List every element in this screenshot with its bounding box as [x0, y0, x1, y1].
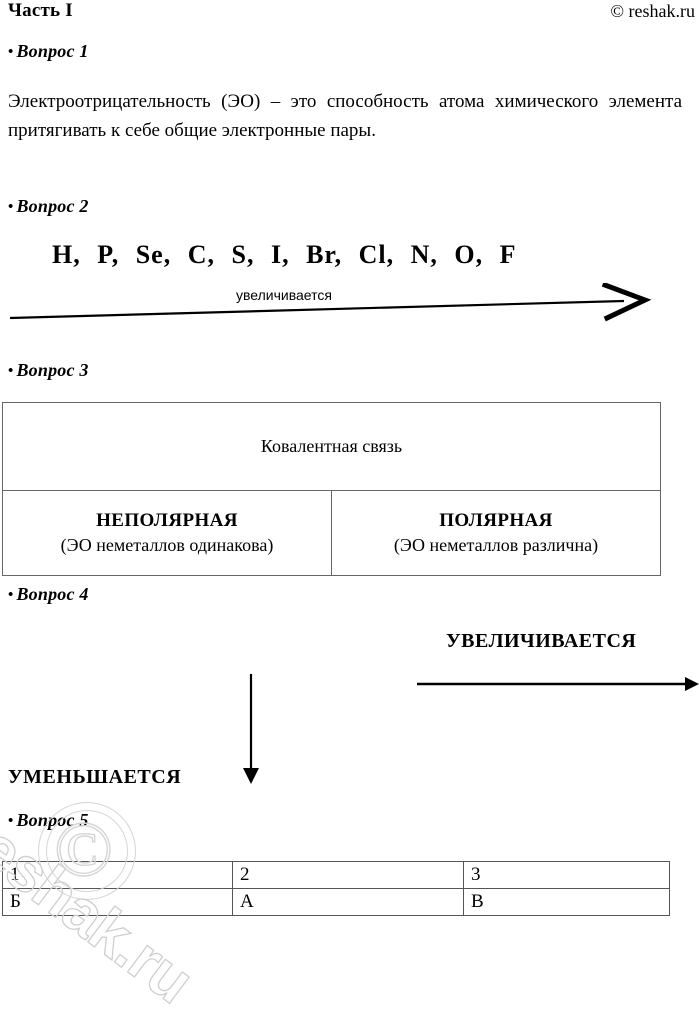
copyright-notice: © reshak.ru: [610, 1, 695, 21]
increase-label: УВЕЛИЧИВАЕТСЯ: [446, 630, 637, 652]
matching-answers-table: 1 2 3 Б А В: [2, 861, 670, 916]
question-4-label-text: Вопрос 4: [16, 584, 89, 604]
question-3-label: •Вопрос 3: [8, 360, 89, 381]
table-row: Ковалентная связь: [2, 402, 661, 491]
table-row: 1 2 3: [2, 861, 670, 889]
match-answer-cell-2: А: [232, 888, 464, 916]
bullet-icon: •: [8, 587, 14, 603]
question-1-label: •Вопрос 1: [8, 41, 89, 62]
question-4-label: •Вопрос 4: [8, 584, 89, 605]
question-5-label: •Вопрос 5: [8, 810, 89, 831]
question-2-label: •Вопрос 2: [8, 196, 89, 217]
electronegativity-series: H, P, Se, C, S, I, Br, Cl, N, O, F: [52, 240, 517, 269]
question-2-label-text: Вопрос 2: [16, 196, 89, 216]
page-title: Часть I: [8, 0, 73, 21]
match-header-cell-2: 2: [232, 861, 464, 889]
question-1-label-text: Вопрос 1: [16, 41, 89, 61]
question-1-answer: Электроотрицательность (ЭО) – это способ…: [8, 91, 682, 141]
bullet-icon: •: [8, 813, 14, 829]
question-5-label-text: Вопрос 5: [16, 810, 89, 830]
bond-table-header-cell: Ковалентная связь: [2, 402, 661, 491]
bond-type-nonpolar-name: НЕПОЛЯРНАЯ: [96, 510, 238, 531]
decrease-label: УМЕНЬШАЕТСЯ: [8, 766, 182, 788]
match-header-cell-1: 1: [2, 861, 233, 889]
series-trend-arrow-icon: [9, 283, 652, 322]
bond-type-polar-name: ПОЛЯРНАЯ: [439, 510, 553, 531]
match-answer-cell-1: Б: [2, 888, 233, 916]
match-answer-cell-3: В: [463, 888, 670, 916]
bullet-icon: •: [8, 363, 14, 379]
table-row: Б А В: [2, 888, 670, 916]
table-row: НЕПОЛЯРНАЯ (ЭО неметаллов одинакова) ПОЛ…: [2, 490, 661, 576]
increase-arrow-icon: [417, 677, 699, 691]
bullet-icon: •: [8, 44, 14, 60]
covalent-bond-table: Ковалентная связь НЕПОЛЯРНАЯ (ЭО неметал…: [2, 402, 661, 576]
bond-type-polar-note: (ЭО неметаллов различна): [393, 535, 599, 555]
question-3-label-text: Вопрос 3: [16, 360, 89, 380]
bond-type-polar-cell: ПОЛЯРНАЯ (ЭО неметаллов различна): [331, 490, 661, 576]
match-header-cell-3: 3: [463, 861, 670, 889]
bond-type-nonpolar-note: (ЭО неметаллов одинакова): [60, 535, 274, 555]
bond-type-nonpolar-cell: НЕПОЛЯРНАЯ (ЭО неметаллов одинакова): [2, 490, 332, 576]
decrease-arrow-icon: [243, 674, 259, 784]
series-trend-caption: увеличивается: [236, 287, 332, 303]
bullet-icon: •: [8, 199, 14, 215]
